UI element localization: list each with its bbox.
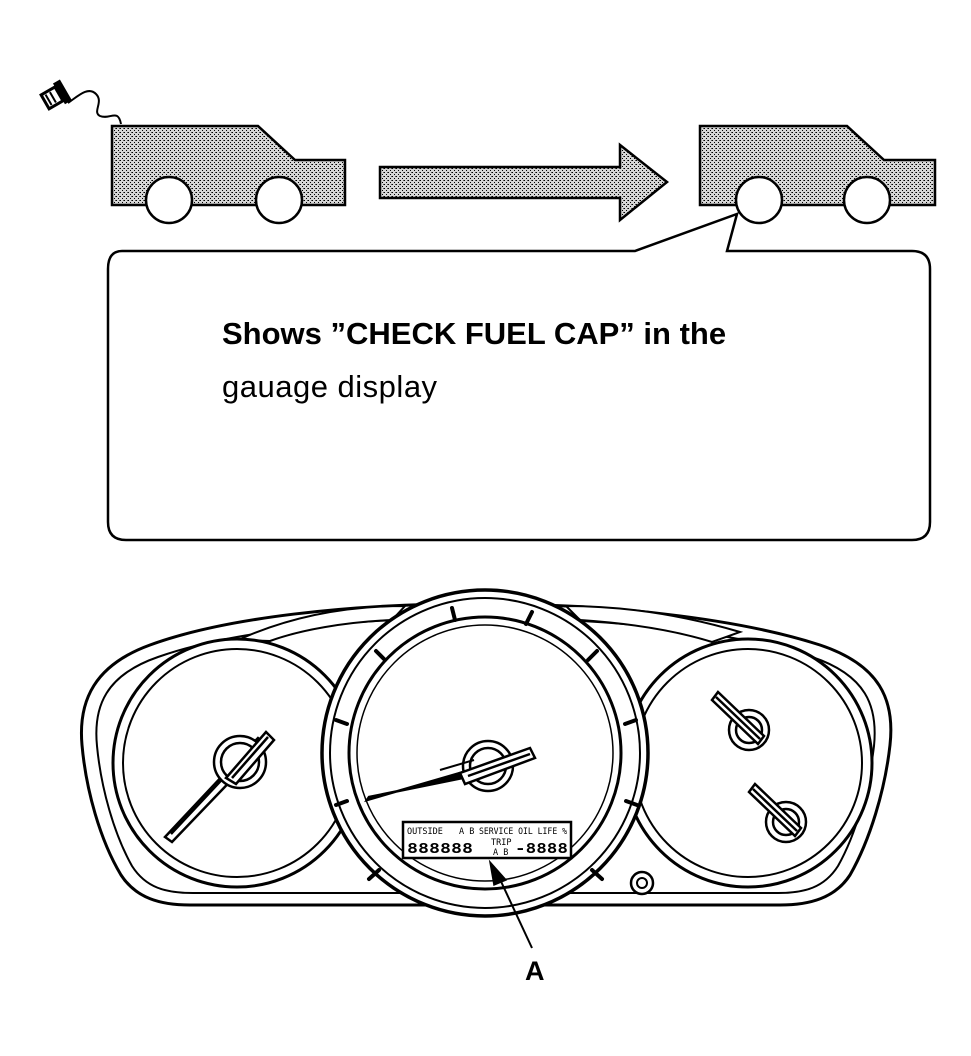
display-service-label: SERVICE OIL LIFE % [479,827,567,837]
message-line-1: Shows ”CHECK FUEL CAP” in the [222,316,726,351]
instrument-cluster [79,588,893,918]
display-outside-label: OUTSIDE [407,827,443,837]
car-icon-left [110,124,347,225]
message-box: Shows ”CHECK FUEL CAP” in the gauage dis… [106,212,932,542]
display-trip-digits: -8888 [515,842,568,857]
callout-a: A [488,859,545,986]
message-line-2: gauage display [222,369,438,404]
display-trip-label: TRIP [491,838,511,848]
fuel-cap-icon [39,79,122,125]
callout-label: A [525,956,545,986]
gauge-display: OUTSIDE A B SERVICE OIL LIFE % 888888 TR… [407,827,568,858]
display-trip-sub: A B [493,848,508,858]
car-icon-right [698,124,937,225]
display-odometer-digits: 888888 [407,842,473,857]
display-ab-label: A B [459,827,474,837]
arrow-right-icon [378,142,670,223]
